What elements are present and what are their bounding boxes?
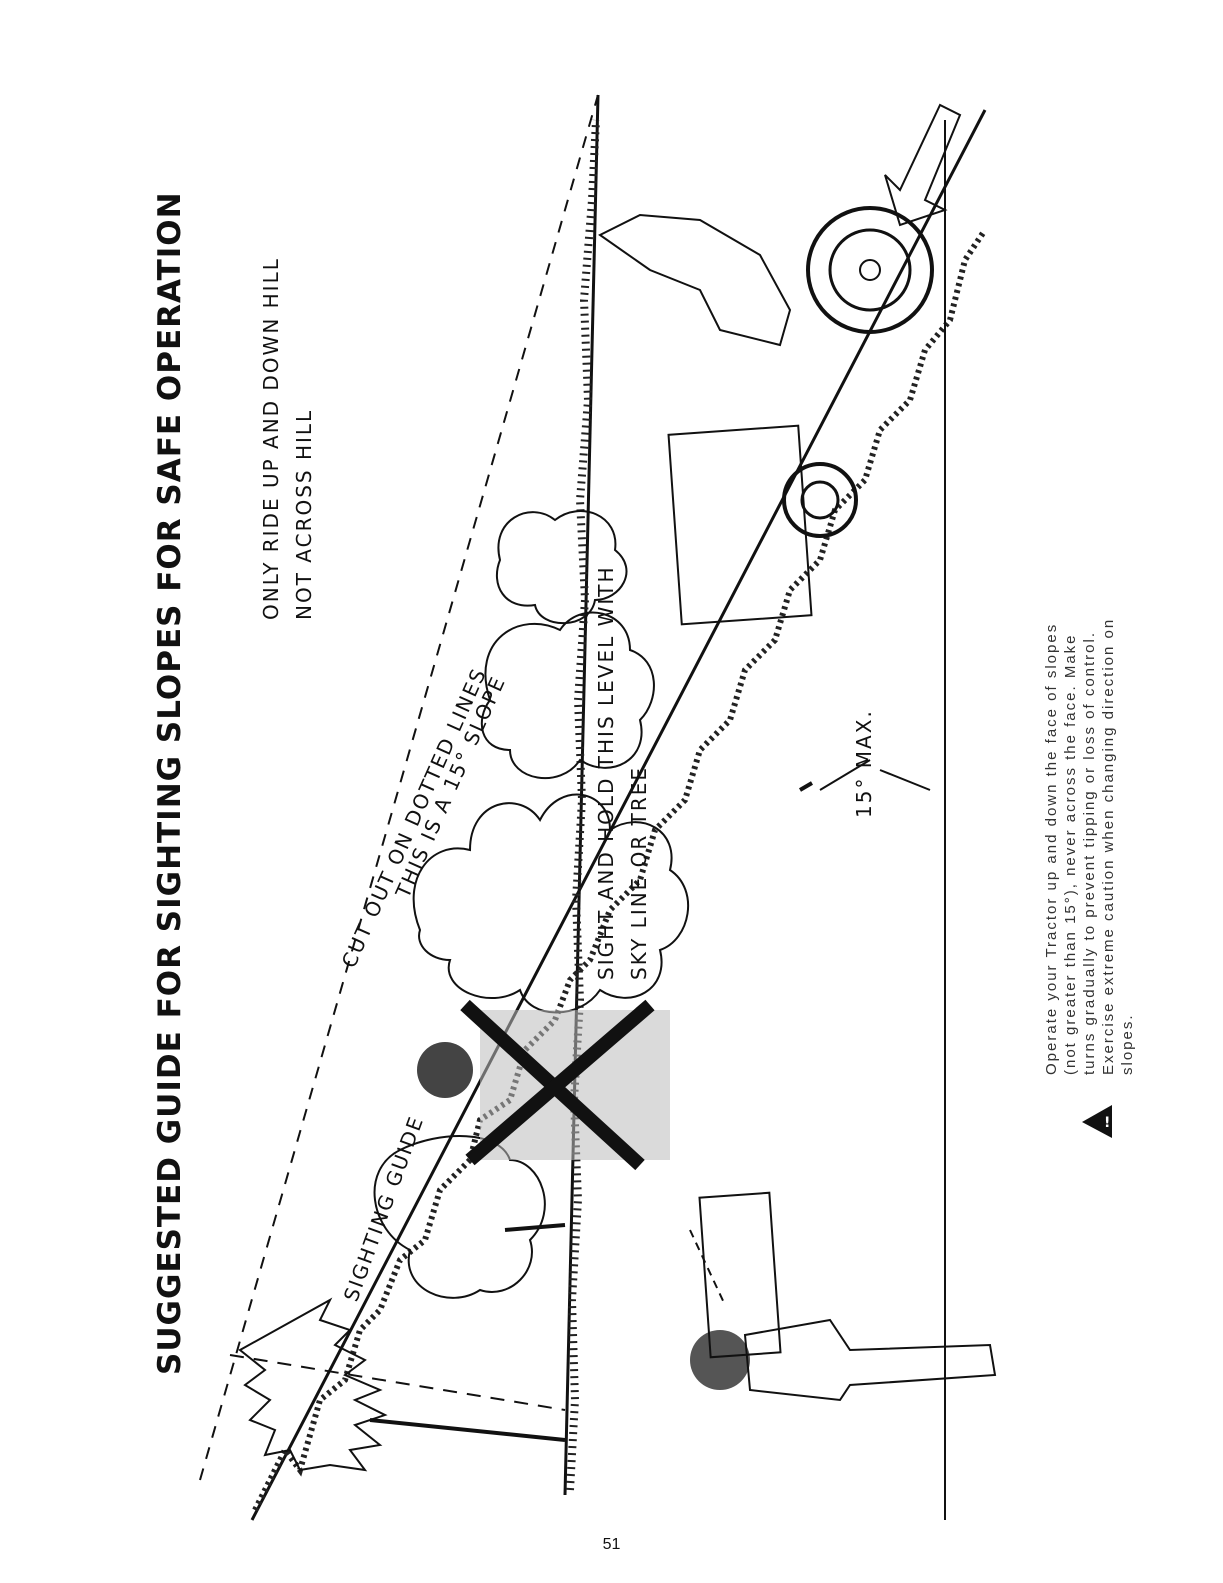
- incorrect-tractor-icon: [480, 1010, 670, 1160]
- sighting-guide-card: [698, 1191, 782, 1359]
- tractor-rear-wheel-icon: [806, 206, 934, 334]
- warning-triangle-icon: [1082, 1105, 1112, 1138]
- person-head-icon: [690, 1330, 750, 1390]
- pine-tree-icon: [238, 1297, 388, 1472]
- tractor-front-wheel-icon: [782, 462, 858, 538]
- instruction-text: ONLY RIDE UP AND DOWN HILL NOT ACROSS HI…: [259, 257, 316, 620]
- page-number: 51: [602, 1536, 621, 1553]
- sight-hold-label: SIGHT AND HOLD THIS LEVEL WITH SKY LINE …: [594, 565, 651, 980]
- tree-cluster-icon: [412, 793, 689, 1014]
- warning-text: Operate your Tractor up and down the fac…: [1043, 617, 1136, 1075]
- person-body: [743, 1318, 997, 1402]
- tractor-body: [667, 424, 813, 626]
- ground-line: [250, 109, 987, 1521]
- max-angle-label: 15° MAX.: [852, 709, 876, 818]
- svg-text:!: !: [1104, 1115, 1110, 1131]
- direction-arrow-icon: [884, 103, 962, 227]
- hill-grass: [252, 228, 988, 1512]
- tractor-operator: [598, 213, 792, 347]
- page-title: SUGGESTED GUIDE FOR SIGHTING SLOPES FOR …: [152, 191, 188, 1375]
- angle-pointer: [819, 759, 871, 791]
- level-dashed-line: [229, 1354, 566, 1411]
